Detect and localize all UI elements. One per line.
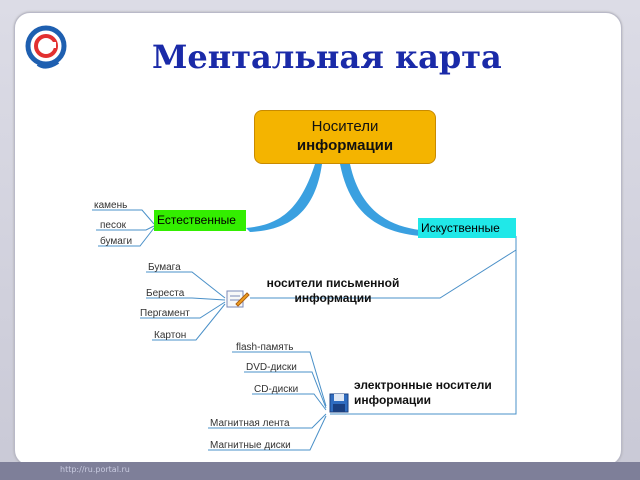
slide-canvas: [14, 12, 622, 466]
electronic-leaf-3: CD-диски: [254, 384, 299, 395]
electronic-node: электронные носители информации: [354, 378, 510, 408]
electronic-node-line1: электронные носители: [354, 378, 492, 392]
natural-node: Естественные: [154, 210, 246, 231]
written-node-line2: информации: [294, 291, 372, 305]
natural-leaf-1: камень: [94, 200, 128, 211]
written-leaf-2: Береста: [146, 288, 185, 299]
floppy-disk-icon: [329, 393, 349, 413]
written-node-line1: носители письменной: [266, 276, 400, 290]
artificial-node: Искуственные: [418, 218, 516, 238]
electronic-leaf-1: flash-память: [236, 342, 294, 353]
electronic-leaf-5: Магнитные диски: [210, 440, 291, 451]
electronic-leaf-4: Магнитная лента: [210, 418, 290, 429]
logo-icon: [25, 25, 67, 69]
connector-root-natural: [246, 164, 322, 232]
footer-bar: http://ru.portal.ru: [0, 462, 640, 480]
written-node: носители письменной информации: [258, 276, 408, 306]
page-title: Ментальная карта: [152, 38, 502, 76]
natural-leaf-3: бумаги: [100, 236, 133, 247]
root-node: Носители информации: [254, 110, 436, 164]
pencil-document-icon: [226, 290, 250, 308]
written-leaf-4: Картон: [154, 330, 187, 341]
root-node-line2: информации: [296, 137, 394, 154]
written-leaf-1: Бумага: [148, 262, 181, 273]
natural-leaf-2: песок: [100, 220, 127, 231]
root-node-line1: Носители: [311, 118, 379, 135]
footer-url: http://ru.portal.ru: [60, 465, 130, 474]
connector-root-artificial: [340, 164, 420, 236]
electronic-node-line2: информации: [354, 393, 431, 407]
written-leaf-3: Пергамент: [140, 308, 190, 319]
electronic-leaf-2: DVD-диски: [246, 362, 297, 373]
